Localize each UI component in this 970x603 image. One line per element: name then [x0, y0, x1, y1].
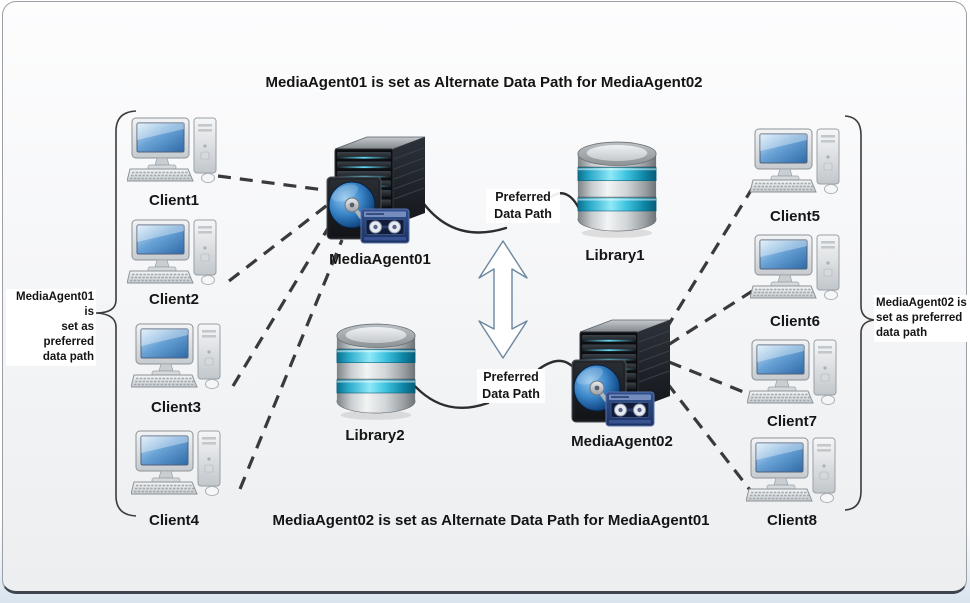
media-agent-2-label: MediaAgent02	[571, 433, 673, 450]
dashed-link-client4-ma01	[238, 239, 344, 490]
client-computer-icon	[127, 218, 222, 288]
client-label: Client5	[769, 208, 820, 225]
library-database-icon	[573, 136, 661, 242]
library-1-node	[573, 136, 661, 242]
client7-node	[747, 338, 842, 408]
dashed-link-client6-ma02	[667, 288, 755, 347]
client-label: Client1	[148, 192, 199, 209]
curve-library2-to-label	[410, 381, 490, 409]
media-agent-2-node	[566, 312, 678, 432]
top-caption: MediaAgent01 is set as Alternate Data Pa…	[265, 74, 703, 91]
media-agent-server-icon	[321, 129, 433, 249]
bottom-caption: MediaAgent02 is set as Alternate Data Pa…	[272, 512, 710, 529]
client1-node	[127, 116, 222, 186]
client3-node	[131, 322, 226, 392]
dashed-link-client7-ma02	[668, 360, 752, 397]
client-label: Client3	[150, 399, 201, 416]
client-computer-icon	[127, 116, 222, 186]
left-brace-note: MediaAgent01 is set as preferred data pa…	[6, 289, 96, 366]
client4-node	[131, 429, 226, 499]
dashed-link-client1-ma01	[217, 174, 333, 193]
client-computer-icon	[131, 429, 226, 499]
client5-node	[750, 127, 845, 197]
client-computer-icon	[750, 233, 845, 303]
client-label: Client8	[766, 512, 817, 529]
client8-node	[746, 436, 841, 506]
client-computer-icon	[750, 127, 845, 197]
client-label: Client7	[766, 413, 817, 430]
preferred-data-path-top-label: Preferred Data Path	[486, 189, 560, 223]
media-agent-server-icon	[566, 312, 678, 432]
right-brace-note: MediaAgent02 is set as preferred data pa…	[874, 295, 970, 342]
client-label: Client2	[148, 291, 199, 308]
dashed-link-client8-ma02	[665, 382, 752, 491]
client-computer-icon	[131, 322, 226, 392]
client-label: Client6	[769, 313, 820, 330]
dashed-link-client5-ma02	[664, 186, 755, 330]
media-agent-1-label: MediaAgent01	[329, 251, 431, 268]
library-2-label: Library2	[345, 427, 405, 444]
library-1-label: Library1	[585, 247, 645, 264]
client6-node	[750, 233, 845, 303]
client2-node	[127, 218, 222, 288]
client-computer-icon	[747, 338, 842, 408]
curve-ma01-to-label	[422, 202, 508, 234]
library-2-node	[332, 318, 420, 424]
client-computer-icon	[746, 436, 841, 506]
bidirectional-arrow	[478, 240, 528, 359]
library-database-icon	[332, 318, 420, 424]
left-brace	[95, 110, 137, 517]
client-label: Client4	[148, 512, 199, 529]
dashed-link-client3-ma01	[231, 219, 335, 387]
dashed-link-client2-ma01	[228, 201, 331, 283]
media-agent-1-node	[321, 129, 433, 249]
preferred-data-path-bottom-label: Preferred Data Path	[477, 369, 545, 403]
